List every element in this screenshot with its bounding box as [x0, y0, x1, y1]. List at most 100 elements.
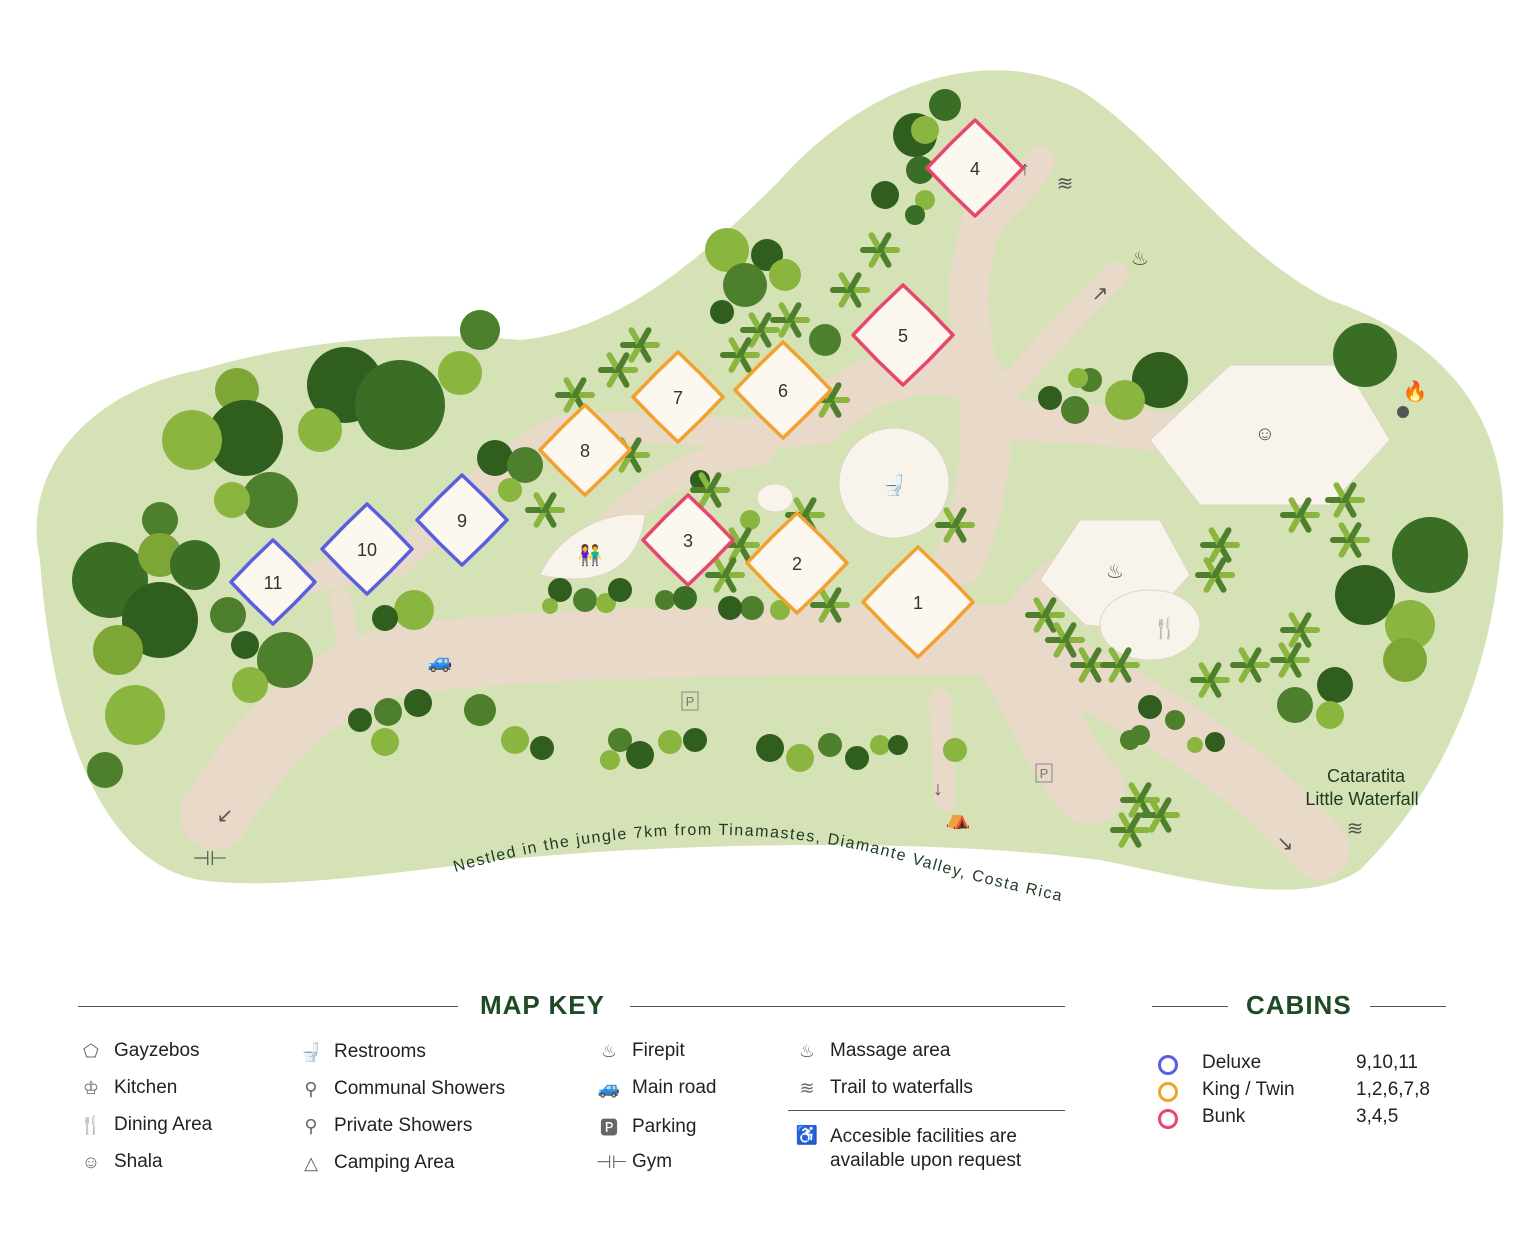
private-shower-icon: ⚲: [304, 1115, 318, 1136]
tree-icon: [1383, 638, 1427, 682]
tree-icon: [818, 733, 842, 757]
tree-icon: [162, 410, 222, 470]
tree-icon: [507, 447, 543, 483]
divider: [1152, 1006, 1228, 1007]
cabin-8[interactable]: 8: [538, 403, 632, 497]
tree-icon: [888, 735, 908, 755]
palm-tree-icon: [1190, 662, 1230, 698]
map-key-label: Firepit: [632, 1040, 685, 1061]
cabin-type-ring-icon: [1158, 1109, 1178, 1129]
trees: [72, 89, 1468, 848]
arrow-icon: ↓: [933, 778, 943, 800]
cabin-5[interactable]: 5: [851, 283, 955, 387]
tree-icon: [93, 625, 143, 675]
cabin-number: 4: [970, 159, 980, 179]
waterfall-trail-icon: ≋: [1057, 173, 1074, 195]
cabin-outline: [229, 538, 317, 626]
tree-icon: [355, 360, 445, 450]
tree-icon: [683, 728, 707, 752]
cabin-1[interactable]: 1: [861, 545, 975, 659]
wheelchair-icon: ♿: [795, 1125, 819, 1145]
tree-icon: [905, 205, 925, 225]
cabin-numbers: 3,4,5: [1356, 1106, 1399, 1127]
palm-tree-icon: [555, 377, 595, 413]
palm-tree-icon: [1270, 642, 1310, 678]
tree-icon: [1385, 600, 1435, 650]
cabin-type: Deluxe: [1202, 1052, 1262, 1073]
cabin-3[interactable]: 3: [641, 493, 735, 587]
tree-icon: [460, 310, 500, 350]
tree-icon: [464, 694, 496, 726]
map-key-label: Dining Area: [114, 1114, 213, 1135]
tree-icon: [845, 746, 869, 770]
tree-icon: [214, 482, 250, 518]
cabin-outline: [320, 502, 414, 596]
waterfall-sublabel: Little Waterfall: [1305, 789, 1418, 809]
cabin-7[interactable]: 7: [631, 350, 725, 444]
car-icon: 🚙: [428, 651, 453, 673]
tree-icon: [498, 478, 522, 502]
firepit-icon: 🔥: [1403, 379, 1428, 403]
tree-icon: [501, 726, 529, 754]
palm-tree-icon: [1045, 622, 1085, 658]
map-key-label: Gayzebos: [114, 1040, 200, 1061]
cabin-10[interactable]: 10: [320, 502, 414, 596]
cabin-numbers: 1,2,6,7,8: [1356, 1079, 1430, 1100]
palm-tree-icon: [690, 472, 730, 508]
tree-icon: [1205, 732, 1225, 752]
cabin-number: 5: [898, 326, 908, 346]
tree-icon: [871, 181, 899, 209]
cabin-number: 9: [457, 511, 467, 531]
tree-icon: [257, 632, 313, 688]
svg-text:P: P: [686, 694, 695, 709]
cabin-4[interactable]: 4: [925, 118, 1025, 218]
tree-icon: [1068, 368, 1088, 388]
waterfall-trail-icon: ≋: [1347, 818, 1364, 840]
tree-icon: [1120, 730, 1140, 750]
tree-icon: [573, 588, 597, 612]
massage-icon: ♨: [1131, 248, 1149, 270]
tree-icon: [929, 89, 961, 121]
parking-signs: P P: [681, 691, 1053, 783]
cabin-outline: [538, 403, 632, 497]
tree-icon: [394, 590, 434, 630]
cabin-11[interactable]: 11: [229, 538, 317, 626]
kitchen-icon: ♔: [82, 1077, 100, 1098]
gym-icon: ⊣⊢: [193, 848, 228, 870]
cabin-number: 2: [792, 554, 802, 574]
cabin-2[interactable]: 2: [745, 511, 849, 615]
palm-tree-icon: [1230, 647, 1270, 683]
tree-icon: [723, 263, 767, 307]
tree-icon: [786, 744, 814, 772]
cabin-9[interactable]: 9: [415, 473, 509, 567]
divider: [788, 1110, 1065, 1111]
palm-tree-icon: [1325, 482, 1365, 518]
palm-tree-icon: [1070, 647, 1110, 683]
cabin-number: 7: [673, 388, 683, 408]
tree-icon: [655, 590, 675, 610]
communal-shower-icon: ⚲: [304, 1078, 318, 1099]
map-key-label: Massage area: [830, 1040, 951, 1061]
palm-tree-icon: [598, 352, 638, 388]
cabin-6[interactable]: 6: [733, 340, 833, 440]
tree-icon: [1138, 695, 1162, 719]
map-key-label: Camping Area: [334, 1152, 455, 1173]
tree-icon: [477, 440, 513, 476]
tree-icon: [242, 472, 298, 528]
tree-icon: [915, 190, 935, 210]
tree-icon: [658, 730, 682, 754]
map-key-item: 🍴Dining Area: [78, 1114, 212, 1136]
map-key-item: 🚽Restrooms: [298, 1041, 426, 1063]
cabin-number: 3: [683, 531, 693, 551]
tree-icon: [1317, 667, 1353, 703]
tree-icon: [1277, 687, 1313, 723]
tree-icon: [911, 116, 939, 144]
map-key-label: Trail to waterfalls: [830, 1077, 973, 1098]
palm-tree-icon: [620, 327, 660, 363]
palm-tree-icon: [1025, 597, 1065, 633]
palm-tree-icon: [810, 587, 850, 623]
tree-icon: [231, 631, 259, 659]
tree-icon: [600, 750, 620, 770]
tree-icon: [626, 741, 654, 769]
tree-icon: [705, 228, 749, 272]
